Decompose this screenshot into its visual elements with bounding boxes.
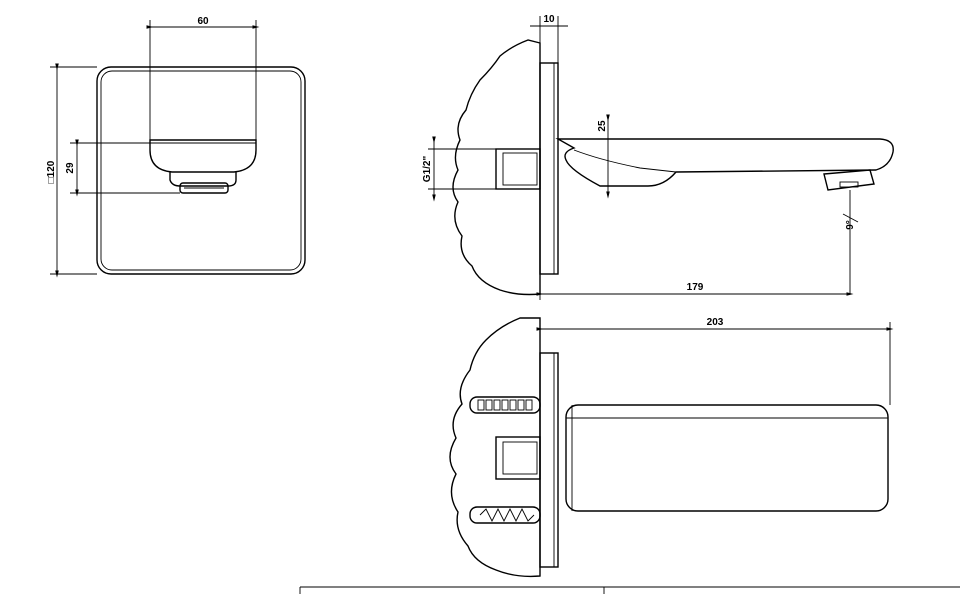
top-wall-section (449, 317, 541, 578)
dim-spout-width: 60 (197, 16, 209, 27)
front-aerator (179, 182, 229, 194)
side-wall-section (452, 39, 541, 296)
top-spout (565, 404, 889, 512)
dim-aerator-angle: 9° (845, 220, 856, 230)
side-aerator (823, 169, 875, 191)
dim-spout-thickness: 25 (597, 120, 608, 132)
side-view: 10 25 G1/2" 9° 179 (422, 14, 894, 300)
title-block (299, 586, 960, 594)
side-spout (555, 138, 894, 187)
dim-plate-size: □120 (46, 160, 57, 183)
dim-thread: G1/2" (422, 156, 433, 183)
dim-plate-thickness: 10 (543, 14, 555, 25)
front-view: 60 □120 29 (46, 16, 306, 278)
top-anchor-upper (469, 396, 541, 414)
side-plate (539, 62, 559, 275)
dim-projection: 179 (687, 282, 704, 293)
dim-total-depth: 203 (707, 317, 724, 328)
front-spout (149, 139, 257, 173)
top-plate (539, 352, 559, 568)
top-anchor-lower (469, 506, 541, 524)
front-plate (96, 66, 306, 275)
top-view: 203 (449, 317, 894, 578)
dim-spout-height: 29 (65, 162, 76, 174)
